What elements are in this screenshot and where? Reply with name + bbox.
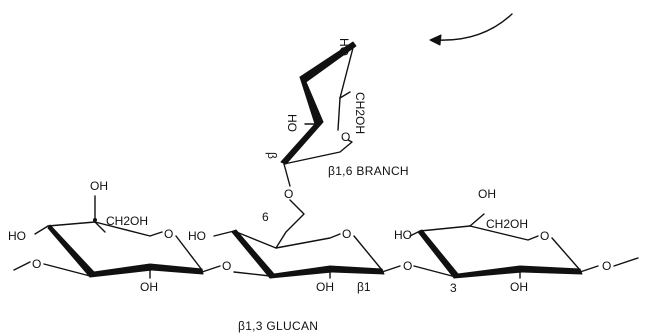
right-end-oxygen-label: O (602, 259, 611, 273)
ring3-front-edge-left (417, 229, 459, 279)
branch-ho-top-label: HO (337, 38, 351, 56)
bridge-ring1-ring2: O (201, 259, 231, 273)
right-end-oxygen: O (579, 257, 639, 273)
ring2-ho-label: HO (188, 229, 206, 243)
ring1-oh-top-label: OH (90, 179, 108, 193)
ring3-ho-label: HO (394, 228, 412, 242)
ring3-oh-top-label: OH (478, 187, 496, 201)
glucose-ring-1: OH CH2OH HO O OH (8, 179, 204, 294)
glucan-caption: β1,3 GLUCAN (238, 319, 318, 333)
glucose-ring-3: OH CH2OH HO O OH 3 (394, 187, 583, 295)
ring1-front-edge-right (149, 263, 204, 275)
bridge-ring2-ring3: O (381, 259, 453, 277)
bridge-oxygen-mid-label: O (403, 259, 412, 273)
ring2-front-edge-left (231, 229, 275, 279)
ring1-ch2oh-label: CH2OH (106, 214, 148, 228)
ring3-carbon-3-label: 3 (450, 281, 457, 295)
ring3-oh-bottom-label: OH (510, 280, 528, 294)
ring1-front-edge-bottom (89, 263, 153, 278)
ring2-oh-label: OH (316, 280, 334, 294)
left-end-oxygen-label: O (32, 257, 41, 271)
branch-ho-mid-label: HO (285, 114, 299, 132)
linkage-oxygen-label: O (284, 187, 293, 201)
branch-ring-front-edge-mid (299, 76, 324, 125)
ring3-ring-oxygen-label: O (540, 229, 549, 243)
bridge-oxygen-left-label: O (222, 259, 231, 273)
branch-glucose-ring: HO CH2OH HO O β β1,6 BRANCH (265, 38, 409, 187)
left-end-oxygen: O (13, 257, 91, 277)
ring2-front-edge-right (329, 265, 385, 275)
curved-arrow (429, 13, 513, 46)
ring2-ring-oxygen-label: O (342, 227, 351, 241)
branch-caption: β1,6 BRANCH (328, 164, 409, 178)
ring1-ho-label: HO (8, 229, 26, 243)
ring2-beta1-label: β1 (357, 280, 371, 294)
branch-ch2oh-label: CH2OH (353, 92, 367, 134)
ring1-ring-oxygen-label: O (164, 227, 173, 241)
branch-beta-label: β (265, 152, 279, 159)
carbon-6-label: 6 (262, 210, 269, 224)
ring3-ch2oh-label: CH2OH (486, 217, 528, 231)
beta-1-6-linkage: O 6 (262, 187, 305, 249)
branch-ring-oxygen-label: O (341, 130, 350, 144)
ring1-front-edge-left (47, 224, 95, 278)
ring1-oh-bottom-label: OH (140, 280, 158, 294)
ring2-front-edge-bottom (269, 265, 333, 279)
ring3-front-edge-right (519, 265, 583, 275)
ring3-front-edge-bottom (453, 265, 523, 279)
glucose-ring-2: HO O OH β1 (188, 227, 385, 294)
